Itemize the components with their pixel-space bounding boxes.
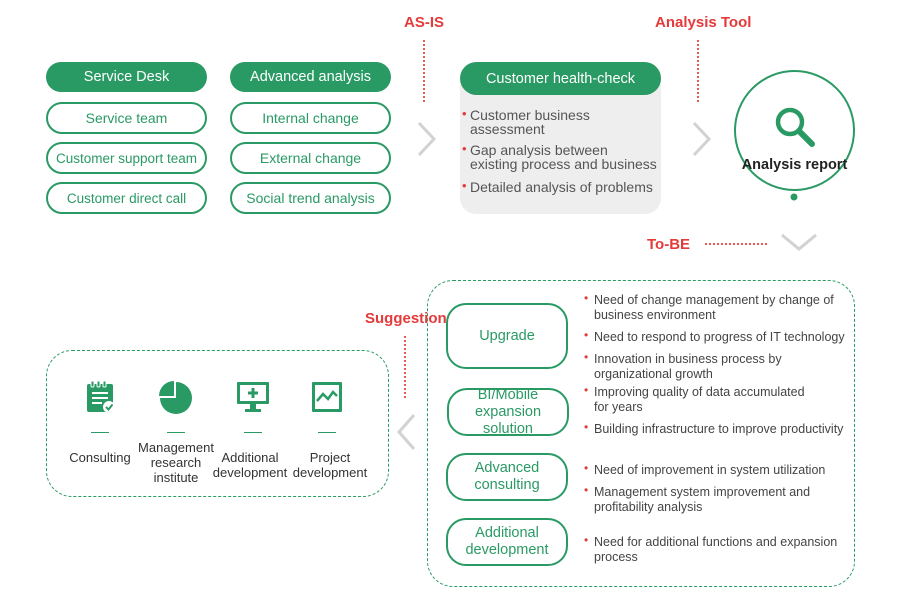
service-desk-item-customer-direct-call: Customer direct call [46, 182, 207, 214]
service-label-line: Additional [221, 450, 279, 465]
report-dot [790, 193, 798, 201]
analysis-tool-connector [697, 40, 699, 102]
note-line: Management system improvement and [594, 485, 811, 499]
analysis-report-label: Analysis report [741, 157, 848, 173]
service-divider [318, 432, 336, 433]
bullet-dot: • [462, 178, 467, 193]
service-desk-header: Service Desk [46, 62, 207, 92]
bullet-dot: • [584, 383, 589, 397]
service-label-line: development [292, 465, 368, 480]
bullet-dot: • [584, 328, 589, 342]
note-line: Building infrastructure to improve produ… [594, 422, 844, 436]
bullet-line: assessment [470, 121, 545, 137]
advanced-analysis-header: Advanced analysis [230, 62, 391, 92]
suggestion-label-line: expansion solution [474, 403, 542, 437]
suggestion-note: • Building infrastructure to improve pro… [584, 420, 856, 437]
suggestion-note: • Need for additional functions and expa… [584, 533, 856, 565]
note-line: Improving quality of data accumulated [594, 385, 805, 399]
health-check-header: Customer health-check [460, 62, 661, 95]
bullet-dot: • [584, 291, 589, 305]
note-line: Need for additional functions and expans… [594, 535, 838, 549]
health-check-bullet: • Customer business assessment [462, 106, 590, 137]
bullet-dot: • [462, 141, 467, 156]
service-label-additional: Additional development [210, 450, 290, 480]
service-desk-item-service-team: Service team [46, 102, 207, 134]
note-line: profitability analysis [594, 500, 703, 514]
line-chart-icon [312, 382, 342, 412]
monitor-plus-icon [237, 382, 269, 412]
magnifier-icon [775, 107, 815, 147]
bullet-dot: • [584, 483, 589, 497]
advanced-analysis-item-social-trend: Social trend analysis [230, 182, 391, 214]
pie-chart-icon [159, 381, 192, 414]
note-line: organizational growth [594, 367, 713, 381]
service-label-line: research [150, 455, 202, 470]
suggestion-panel [427, 280, 855, 587]
as-is-connector [423, 40, 425, 102]
service-desk-item-customer-support-team: Customer support team [46, 142, 207, 174]
to-be-connector [705, 243, 767, 245]
service-divider [167, 432, 185, 433]
chevron-right-icon [417, 121, 437, 157]
suggestion-note: • Management system improvement and prof… [584, 483, 856, 515]
suggestion-note: • Need of change management by change of… [584, 291, 856, 323]
to-be-label: To-BE [647, 236, 691, 253]
clipboard-icon [87, 380, 115, 413]
suggestion-label-line: Advanced [474, 460, 540, 476]
service-label-consulting: Consulting [60, 450, 140, 465]
note-line: Innovation in business process by [594, 352, 782, 366]
suggestion-additional-development: Additional development [446, 518, 568, 566]
suggestion-note: • Need to respond to progress of IT tech… [584, 328, 856, 345]
analysis-tool-label: Analysis Tool [655, 14, 752, 31]
health-check-bullet: • Gap analysis between existing process … [462, 141, 657, 172]
suggestion-label-line: BI/Mobile [477, 386, 539, 403]
bullet-dot: • [462, 106, 467, 121]
bullet-line: Customer business [470, 107, 590, 123]
suggestion-note: • Need of improvement in system utilizat… [584, 461, 856, 478]
service-divider [91, 432, 109, 433]
service-label-line: Project [309, 450, 351, 465]
note-line: for years [594, 400, 643, 414]
suggestion-connector [404, 336, 406, 398]
services-panel [46, 350, 389, 497]
service-label-line: Management [138, 440, 214, 455]
service-label-management: Management research institute [136, 440, 216, 485]
bullet-dot: • [584, 461, 589, 475]
suggestion-upgrade: Upgrade [446, 303, 568, 369]
bullet-line: existing process and business [470, 156, 657, 172]
note-line: Need to respond to progress of IT techno… [594, 330, 845, 344]
service-label-project: Project development [288, 450, 372, 480]
service-label-line: development [212, 465, 288, 480]
suggestion-label-line: consulting [474, 477, 540, 493]
suggestion-note: • Improving quality of data accumulated … [584, 383, 856, 415]
chevron-down-icon [781, 233, 817, 251]
health-check-bullet: • Detailed analysis of problems [462, 178, 653, 195]
suggestion-bi-mobile: BI/Mobile expansion solution [447, 386, 569, 437]
suggestion-label-line: development [465, 542, 549, 558]
service-label-line: Consulting [69, 450, 131, 465]
service-divider [244, 432, 262, 433]
suggestion-label: Suggestion [365, 310, 447, 327]
chevron-left-icon [396, 414, 416, 450]
bullet-dot: • [584, 350, 589, 364]
note-line: Need of change management by change of [594, 293, 834, 307]
bullet-dot: • [584, 420, 589, 434]
suggestion-label-line: Upgrade [479, 327, 535, 344]
advanced-analysis-item-internal-change: Internal change [230, 102, 391, 134]
note-line: process [594, 550, 638, 564]
suggestion-note: • Innovation in business process by orga… [584, 350, 856, 382]
service-label-line: institute [153, 470, 199, 485]
as-is-label: AS-IS [404, 14, 445, 31]
suggestion-advanced-consulting: Advanced consulting [446, 453, 568, 501]
bullet-line: Gap analysis between [470, 142, 608, 158]
note-line: Need of improvement in system utilizatio… [594, 463, 826, 477]
note-line: business environment [594, 308, 716, 322]
suggestion-label-line: Additional [475, 525, 539, 541]
bullet-dot: • [584, 533, 589, 547]
analysis-report-circle [734, 70, 855, 191]
chevron-right-icon [692, 121, 712, 157]
advanced-analysis-item-external-change: External change [230, 142, 391, 174]
bullet-line: Detailed analysis of problems [470, 179, 653, 195]
